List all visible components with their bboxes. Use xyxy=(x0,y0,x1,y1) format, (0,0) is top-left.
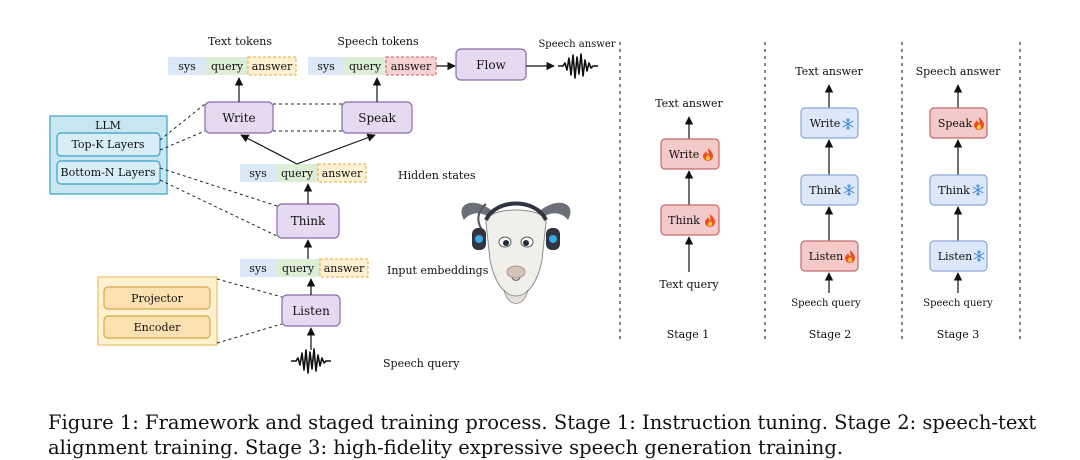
flow-module xyxy=(455,48,527,81)
encoder-module xyxy=(103,315,211,339)
stage-3-speak-box xyxy=(929,107,988,139)
stage-3: Speech answer Speak Think Listen Speech … xyxy=(916,65,1002,341)
stage-1-write-box xyxy=(660,138,720,170)
hidden-states-label: Hidden states xyxy=(398,169,476,182)
speak-label: Speak xyxy=(358,111,396,125)
stage-1: Text answer Write Think Text query Stage… xyxy=(655,97,723,341)
stage-1-label: Stage 1 xyxy=(667,328,710,341)
stage-3-think-label: Think xyxy=(938,184,970,197)
projector-label: Projector xyxy=(131,292,183,305)
stage-1-top-label: Text answer xyxy=(655,97,723,110)
stage-1-bottom-label: Text query xyxy=(659,278,719,291)
caption-line-1: Figure 1: Framework and staged training … xyxy=(48,411,1037,434)
stage-2-think-box xyxy=(800,174,859,206)
caption-line-2: alignment training. Stage 3: high-fideli… xyxy=(48,436,844,459)
projector-module xyxy=(103,286,211,310)
stage-2-think-label: Think xyxy=(809,184,841,197)
stage-1-think-box xyxy=(660,204,720,236)
token-sys: sys xyxy=(249,262,267,275)
write-label: Write xyxy=(222,111,255,125)
bottom-n-label: Bottom-N Layers xyxy=(61,166,156,179)
framework-diagram: Text tokens Speech tokens Speech answer … xyxy=(49,35,1021,374)
stage-3-bottom-label: Speech query xyxy=(923,298,993,309)
encoder-label: Encoder xyxy=(134,321,181,334)
stage-2-label: Stage 2 xyxy=(809,328,852,341)
speech-query-waveform-icon xyxy=(290,348,332,374)
speech-answer-waveform-icon xyxy=(557,53,599,79)
flow-label: Flow xyxy=(476,58,506,72)
stage-2: Text answer Write Think Listen Speech qu… xyxy=(791,65,863,341)
figure-caption: Figure 1: Framework and staged training … xyxy=(48,410,1058,460)
input-embeddings-row: sys query answer xyxy=(240,258,369,278)
stage-3-top-label: Speech answer xyxy=(916,65,1002,78)
stage-3-speak-label: Speak xyxy=(938,117,973,130)
token-query: query xyxy=(281,167,314,180)
stage-3-listen-box xyxy=(929,240,988,272)
stage-3-think-box xyxy=(929,174,988,206)
speech-answer-label: Speech answer xyxy=(538,39,615,50)
top-k-label: Top-K Layers xyxy=(71,138,144,151)
stage-2-write-box xyxy=(800,107,859,139)
input-embeddings-label: Input embeddings xyxy=(387,264,489,277)
token-answer: answer xyxy=(322,167,363,180)
token-query: query xyxy=(282,262,315,275)
bottom-n-layers xyxy=(56,160,161,185)
think-label: Think xyxy=(291,214,326,228)
speech-tokens-label: Speech tokens xyxy=(337,35,419,48)
stage-2-listen-label: Listen xyxy=(809,250,843,263)
listen-label: Listen xyxy=(292,304,330,318)
token-query: query xyxy=(349,60,382,73)
stage-2-listen-box xyxy=(800,240,859,272)
token-answer: answer xyxy=(324,262,365,275)
stage-3-listen-label: Listen xyxy=(938,250,972,263)
token-sys: sys xyxy=(178,60,196,73)
text-token-row: sys query answer xyxy=(168,56,297,76)
stage-2-write-label: Write xyxy=(810,117,841,130)
token-query: query xyxy=(211,60,244,73)
stage-1-write-label: Write xyxy=(669,148,700,161)
hidden-states-row: sys query answer xyxy=(240,163,367,183)
speech-token-row: sys query answer xyxy=(308,56,437,76)
token-answer: answer xyxy=(391,60,432,73)
token-sys: sys xyxy=(249,167,267,180)
token-sys: sys xyxy=(317,60,335,73)
text-tokens-label: Text tokens xyxy=(208,35,272,48)
token-answer: answer xyxy=(252,60,293,73)
goat-headphones-icon xyxy=(461,201,571,304)
stage-1-think-label: Think xyxy=(668,214,700,227)
stage-3-label: Stage 3 xyxy=(937,328,980,341)
top-k-layers xyxy=(56,132,161,157)
stage-2-bottom-label: Speech query xyxy=(791,298,861,309)
stage-2-top-label: Text answer xyxy=(795,65,863,78)
speech-query-label: Speech query xyxy=(383,357,460,370)
llm-label: LLM xyxy=(95,119,121,132)
